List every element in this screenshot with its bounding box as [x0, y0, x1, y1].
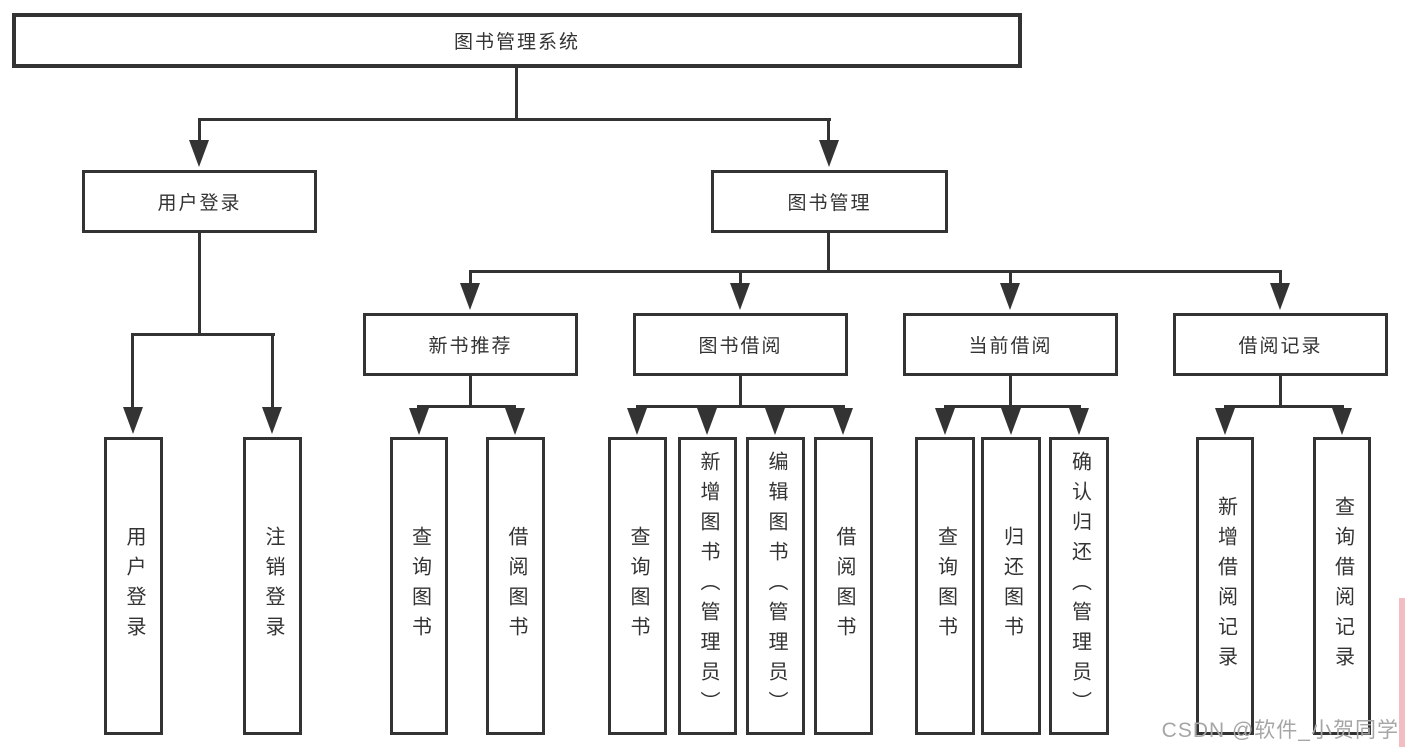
node-new-book-recommend: 新书推荐 [363, 313, 578, 376]
node-label: 图书借阅 [698, 336, 783, 357]
connector-line [469, 270, 472, 284]
connector-line [1009, 270, 1012, 284]
leaf-borrow-book: 借阅图书 [814, 437, 873, 735]
leaf-query-book-current: 查询图书 [915, 437, 975, 735]
connector-arrow [627, 408, 647, 435]
watermark-edge-strip [1399, 598, 1405, 747]
leaf-user-login: 用户登录 [104, 437, 163, 735]
connector-arrow [819, 140, 839, 167]
connector-line [271, 333, 274, 409]
node-label: 查询图书 [934, 526, 957, 646]
leaf-borrow-book-recommend: 借阅图书 [486, 437, 545, 735]
connector-line [515, 68, 518, 120]
node-label: 用户登录 [123, 526, 145, 646]
node-label: 用户登录 [157, 193, 242, 214]
node-label: 查询借阅记录 [1331, 496, 1354, 676]
connector-line [131, 333, 275, 336]
connector-arrow [765, 408, 785, 435]
node-label: 查询图书 [408, 526, 431, 646]
connector-line [469, 270, 1282, 273]
connector-line [131, 333, 134, 409]
leaf-confirm-return-admin: 确认归还（管理员） [1049, 437, 1109, 735]
connector-arrow [1270, 283, 1290, 310]
connector-line [1009, 376, 1012, 408]
connector-line [198, 118, 201, 142]
leaf-query-book-recommend: 查询图书 [390, 437, 448, 735]
leaf-return-book: 归还图书 [981, 437, 1041, 735]
connector-arrow [460, 283, 480, 310]
connector-line [739, 376, 742, 408]
node-label: 归还图书 [1000, 526, 1023, 646]
node-book-management: 图书管理 [711, 170, 948, 233]
node-label: 新书推荐 [428, 336, 513, 357]
leaf-edit-book-admin: 编辑图书（管理员） [746, 437, 805, 735]
node-label: 图书管理 [787, 193, 872, 214]
node-label: 编辑图书（管理员） [765, 451, 787, 721]
node-label: 注销登录 [262, 526, 284, 646]
connector-line [739, 270, 742, 284]
connector-line [417, 405, 516, 408]
connector-arrow [935, 408, 955, 435]
node-root: 图书管理系统 [12, 13, 1022, 68]
connector-line [827, 233, 830, 273]
connector-arrow [1000, 283, 1020, 310]
connector-arrow [505, 408, 525, 435]
connector-arrow [409, 408, 429, 435]
connector-line [1279, 376, 1282, 408]
connector-line [944, 405, 1081, 408]
leaf-add-borrow-record: 新增借阅记录 [1196, 437, 1254, 735]
connector-line [827, 118, 830, 142]
node-label: 当前借阅 [968, 336, 1053, 357]
node-borrow-record: 借阅记录 [1173, 313, 1388, 376]
node-label: 新增借阅记录 [1214, 496, 1237, 676]
connector-arrow [833, 408, 853, 435]
connector-arrow [1332, 408, 1352, 435]
connector-arrow [189, 140, 209, 167]
connector-arrow [730, 283, 750, 310]
connector-line [1224, 405, 1344, 408]
node-label: 新增图书（管理员） [697, 451, 719, 721]
connector-line [469, 376, 472, 408]
node-current-borrow: 当前借阅 [903, 313, 1118, 376]
connector-arrow [1001, 408, 1021, 435]
leaf-query-borrow-record: 查询借阅记录 [1313, 437, 1371, 735]
connector-arrow [1215, 408, 1235, 435]
connector-arrow [697, 408, 717, 435]
node-user-login: 用户登录 [82, 170, 317, 233]
connector-arrow [1069, 408, 1089, 435]
connector-line [1279, 270, 1282, 284]
node-label: 图书管理系统 [453, 32, 580, 53]
node-label: 确认归还（管理员） [1068, 451, 1091, 721]
node-book-borrow: 图书借阅 [633, 313, 848, 376]
connector-line [198, 118, 831, 121]
connector-line [198, 233, 201, 335]
connector-line [636, 405, 845, 408]
leaf-logout: 注销登录 [243, 437, 302, 735]
node-label: 借阅图书 [833, 526, 855, 646]
node-label: 借阅记录 [1238, 336, 1323, 357]
node-label: 查询图书 [627, 526, 649, 646]
csdn-watermark: CSDN @软件_小贺同学 [1161, 719, 1399, 742]
connector-arrow [123, 407, 143, 434]
connector-arrow [262, 407, 282, 434]
node-label: 借阅图书 [505, 526, 527, 646]
leaf-add-book-admin: 新增图书（管理员） [678, 437, 737, 735]
leaf-query-book-borrow: 查询图书 [608, 437, 667, 735]
